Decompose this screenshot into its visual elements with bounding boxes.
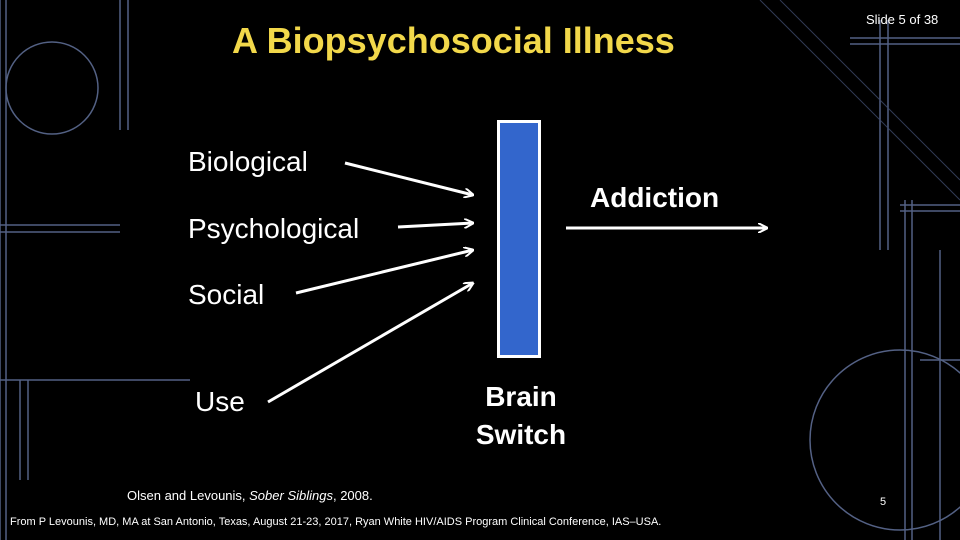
arrow-use bbox=[267, 283, 473, 404]
brain-switch-bar bbox=[497, 120, 541, 358]
citation: Olsen and Levounis, Sober Siblings, 2008… bbox=[127, 488, 373, 503]
slide-counter: Slide 5 of 38 bbox=[866, 12, 939, 27]
brain-switch-label-line1: Brain bbox=[485, 381, 557, 412]
input-label-psychological: Psychological bbox=[188, 213, 360, 244]
citation-work: Sober Siblings bbox=[249, 488, 333, 503]
output-label-addiction: Addiction bbox=[590, 182, 720, 213]
page-number: 5 bbox=[880, 496, 887, 508]
brain-switch-label-line2: Switch bbox=[475, 419, 567, 450]
arrow-psychological bbox=[397, 223, 473, 229]
arrow-biological bbox=[344, 161, 473, 195]
brain-switch-label: Brain Switch bbox=[470, 378, 572, 454]
slide-title: A Biopsychosocial Illness bbox=[232, 20, 675, 61]
input-label-use: Use bbox=[195, 386, 245, 417]
citation-year: , 2008. bbox=[332, 488, 373, 503]
input-label-biological: Biological bbox=[188, 146, 308, 177]
input-label-social: Social bbox=[188, 279, 265, 310]
citation-authors: Olsen and Levounis, bbox=[127, 488, 250, 503]
arrow-social bbox=[295, 250, 473, 295]
source-footnote: From P Levounis, MD, MA at San Antonio, … bbox=[10, 516, 662, 528]
